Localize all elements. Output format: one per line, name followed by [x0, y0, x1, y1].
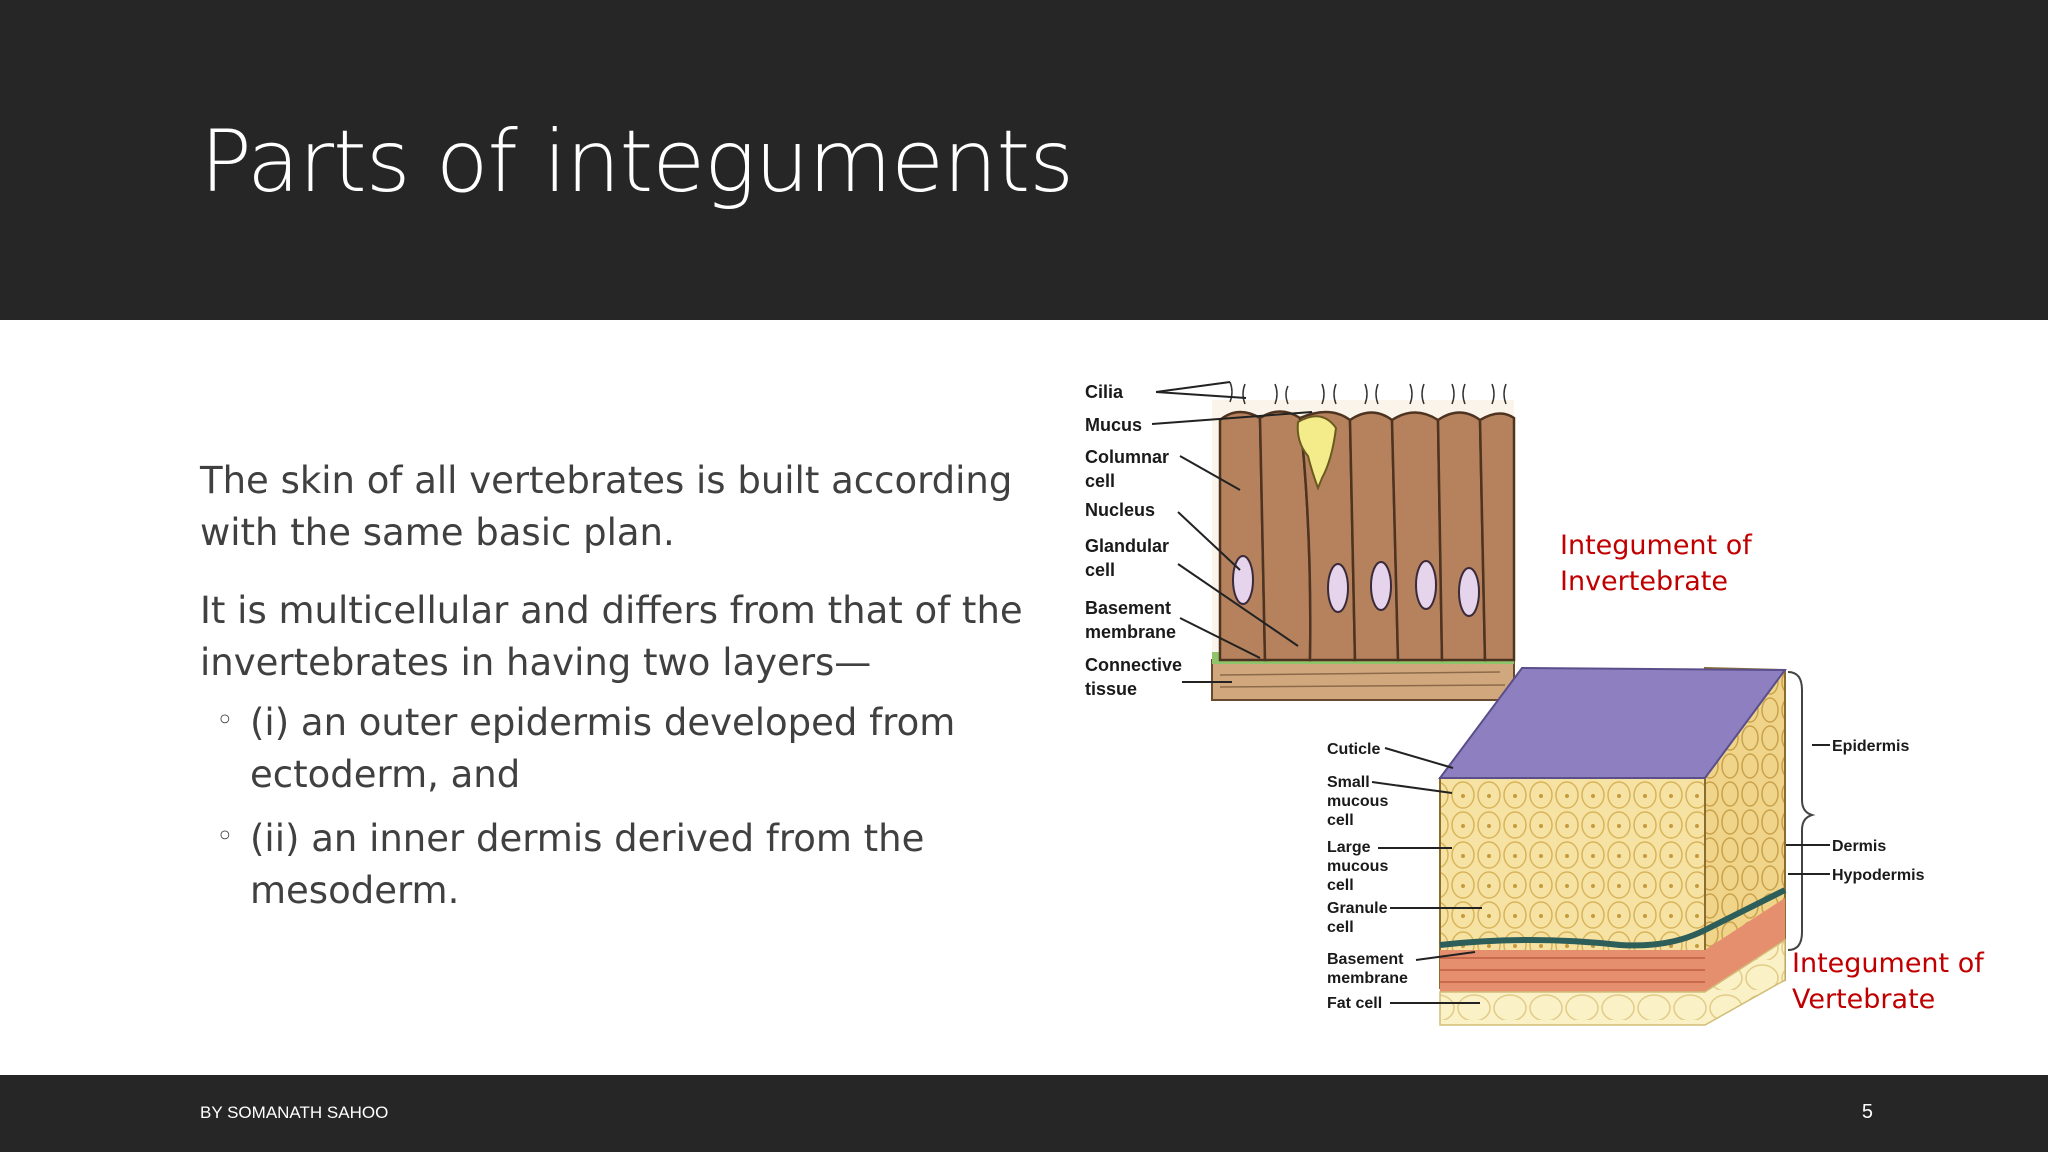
vertebrate-diagram: Cuticle Small mucous cell Large mucous c…	[1327, 666, 1925, 1026]
caption-vertebrate-line2: Vertebrate	[1792, 984, 1936, 1015]
label-basement-membrane: membrane	[1327, 970, 1408, 987]
invertebrate-diagram: Cilia Mucus Columnar cell Nucleus Glandu…	[1085, 381, 1516, 701]
title-bar: Parts of integuments	[0, 0, 2048, 320]
footer-author: BY SOMANATH SAHOO	[200, 1103, 389, 1122]
label-glandular: Glandular	[1085, 536, 1169, 556]
caption-vertebrate-line1: Integument of	[1792, 948, 1984, 979]
label-large-mucous-cell: cell	[1327, 877, 1354, 894]
caption-invertebrate: Integument of Invertebrate	[1560, 528, 1752, 600]
paragraph-2: It is multicellular and differs from tha…	[200, 589, 1023, 684]
caption-invertebrate-line1: Integument of	[1560, 530, 1752, 561]
paragraph-1: The skin of all vertebrates is built acc…	[200, 459, 1013, 554]
label-large: Large	[1327, 839, 1371, 856]
bullet-item: ◦ (ii) an inner dermis derived from the …	[200, 813, 1050, 917]
label-glandular-cell: cell	[1085, 560, 1115, 580]
caption-invertebrate-line2: Invertebrate	[1560, 566, 1728, 597]
integument-figure: Cilia Mucus Columnar cell Nucleus Glandu…	[1085, 381, 1925, 1026]
caption-vertebrate: Integument of Vertebrate	[1792, 946, 1984, 1018]
label-mucus: Mucus	[1085, 415, 1142, 435]
label-fat-cell: Fat cell	[1327, 995, 1382, 1012]
label-columnar: Columnar	[1085, 447, 1169, 467]
slide-number: 5	[1861, 1101, 1873, 1123]
label-connective-tissue: tissue	[1085, 679, 1137, 699]
label-small: Small	[1327, 774, 1370, 791]
label-connective: Connective	[1085, 655, 1182, 675]
label-basement-membrane: membrane	[1085, 622, 1176, 642]
label-epidermis: Epidermis	[1832, 738, 1909, 755]
label-cilia: Cilia	[1085, 382, 1124, 402]
hollow-circle-bullet-icon: ◦	[216, 703, 234, 738]
label-large-mucous: mucous	[1327, 858, 1388, 875]
bullet-item: ◦ (i) an outer epidermis developed from …	[200, 697, 1050, 801]
label-basement: Basement	[1085, 598, 1171, 618]
hollow-circle-bullet-icon: ◦	[216, 819, 234, 854]
label-hypodermis: Hypodermis	[1832, 867, 1925, 884]
bullet-text-2: (ii) an inner dermis derived from the me…	[250, 817, 925, 912]
label-small-mucous: mucous	[1327, 793, 1388, 810]
label-granule-cell: cell	[1327, 919, 1354, 936]
slide-body: The skin of all vertebrates is built acc…	[200, 455, 1050, 929]
label-cuticle: Cuticle	[1327, 741, 1380, 758]
label-granule: Granule	[1327, 900, 1388, 917]
footer-bar: BY SOMANATH SAHOO 5	[0, 1075, 2048, 1152]
label-dermis: Dermis	[1832, 838, 1886, 855]
label-columnar-cell: cell	[1085, 471, 1115, 491]
label-nucleus: Nucleus	[1085, 500, 1155, 520]
slide-title: Parts of integuments	[200, 112, 1074, 212]
bullet-text-1: (i) an outer epidermis developed from ec…	[250, 701, 956, 796]
label-small-mucous-cell: cell	[1327, 812, 1354, 829]
label-basement: Basement	[1327, 951, 1404, 968]
